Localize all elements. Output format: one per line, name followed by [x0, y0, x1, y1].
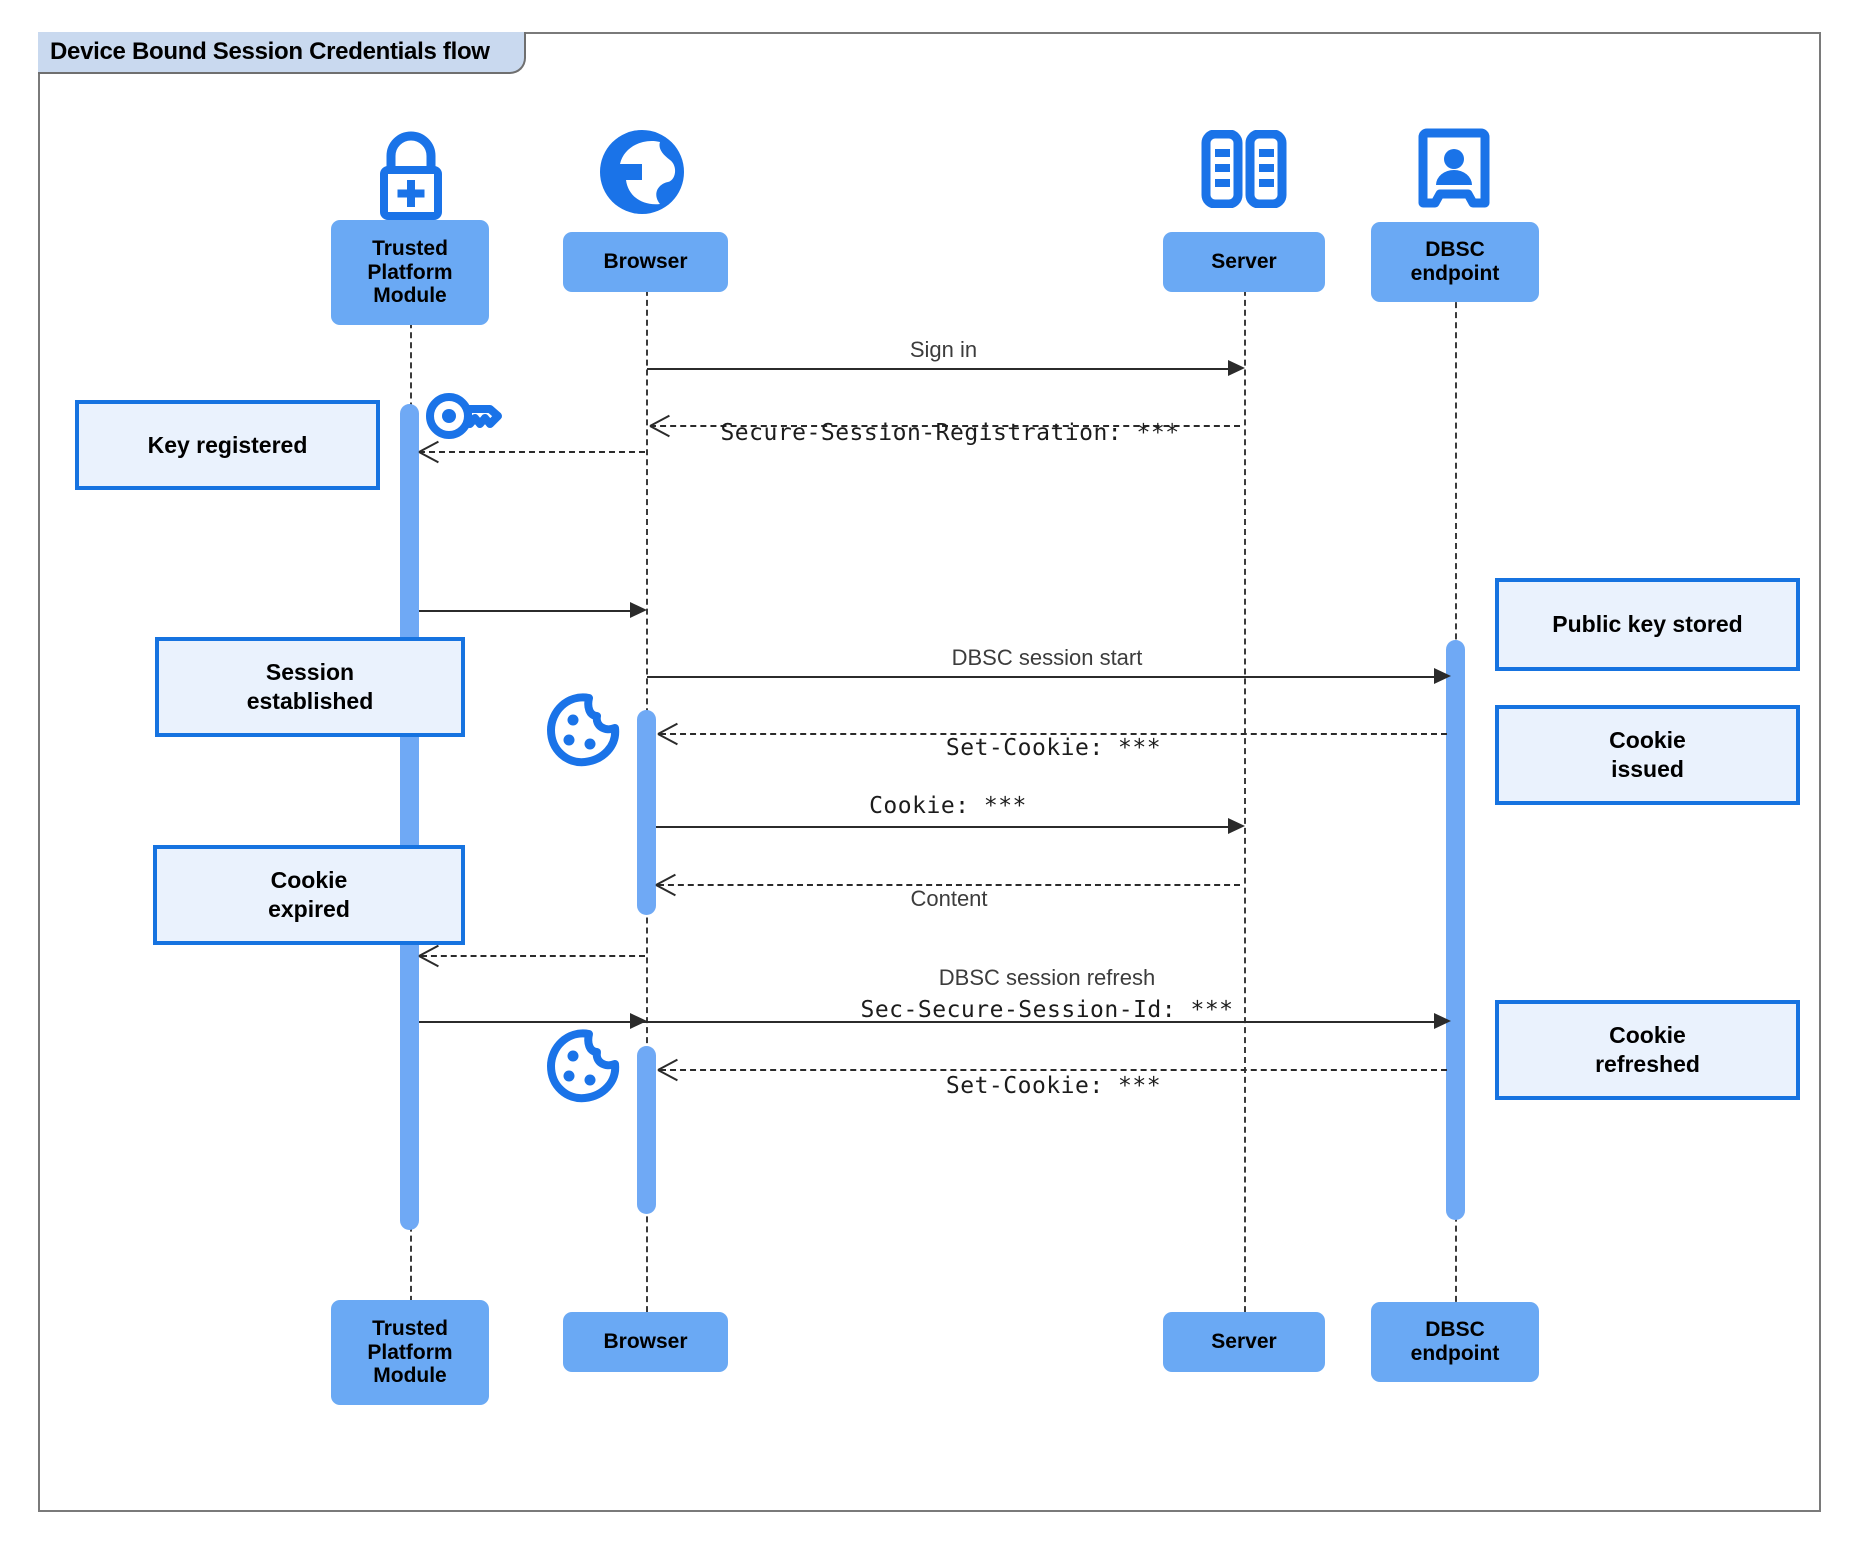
activation-bar-dbsc: [1446, 640, 1465, 1220]
participant-label: Trusted Platform Module: [367, 236, 453, 308]
message-line-dbsc-session-start: [647, 676, 1447, 678]
participant-server-top[interactable]: Server: [1163, 232, 1325, 292]
message-label-secure-session-registration: Secure-Session-Registration: ***: [720, 420, 1180, 446]
arrowhead-key-return: [630, 602, 647, 618]
participant-label: Server: [1211, 1330, 1277, 1354]
note-text: Cookie refreshed: [1595, 1022, 1700, 1077]
cookie-icon: [545, 1028, 623, 1104]
note-text: Session established: [246, 659, 374, 714]
message-label-dbsc-session-refresh: DBSC session refresh: [938, 965, 1156, 990]
participant-browser-top[interactable]: Browser: [563, 232, 728, 292]
note-public-key-stored: Public key stored: [1495, 578, 1800, 671]
arrowhead-sign-challenge-request: [419, 944, 441, 966]
participant-dbsc-bottom[interactable]: DBSC endpoint: [1371, 1302, 1539, 1382]
activation-bar-browser-1: [637, 710, 656, 915]
message-line-content: [658, 884, 1240, 886]
message-line-sign-challenge-request: [421, 955, 645, 957]
participant-label: Browser: [603, 1330, 688, 1354]
message-line-cookie: [656, 826, 1240, 828]
activation-bar-tpm: [400, 404, 419, 1230]
activation-bar-browser-2: [637, 1046, 656, 1214]
message-label-dbsc-session-start: DBSC session start: [951, 645, 1143, 670]
arrowhead-dbsc-session-refresh: [1434, 1013, 1451, 1029]
frame-title-tab: Device Bound Session Credentials flow: [38, 32, 526, 74]
note-text: Cookie expired: [268, 867, 350, 922]
message-line-secure-session-registration: [650, 425, 1240, 427]
note-session-established: Session established: [155, 637, 465, 737]
note-cookie-issued: Cookie issued: [1495, 705, 1800, 805]
frame-title: Device Bound Session Credentials flow: [50, 38, 490, 65]
participant-label: DBSC endpoint: [1410, 1318, 1500, 1365]
note-cookie-expired: Cookie expired: [153, 845, 465, 945]
message-label-cookie: Cookie: ***: [869, 793, 1027, 819]
arrowhead-sign-in: [1228, 360, 1245, 376]
note-cookie-refreshed: Cookie refreshed: [1495, 1000, 1800, 1100]
note-key-registered: Key registered: [75, 400, 380, 490]
note-text: Cookie issued: [1609, 727, 1686, 782]
participant-label: Server: [1211, 250, 1277, 274]
participant-browser-bottom[interactable]: Browser: [563, 1312, 728, 1372]
message-line-key-return: [419, 610, 641, 612]
participant-label: Browser: [603, 250, 688, 274]
arrowhead-cookie: [1228, 818, 1245, 834]
participant-server-bottom[interactable]: Server: [1163, 1312, 1325, 1372]
note-text: Key registered: [147, 431, 308, 458]
message-line-dbsc-session-refresh: [419, 1021, 1447, 1023]
arrowhead-dbsc-session-refresh-mid: [630, 1013, 647, 1029]
lock-plus-icon: [369, 128, 453, 220]
lifeline-server: [1244, 250, 1246, 1332]
message-line-set-cookie-2: [660, 1069, 1447, 1071]
arrowhead-dbsc-session-start: [1434, 668, 1451, 684]
participant-label: DBSC endpoint: [1410, 238, 1500, 285]
message-label-sign-in: Sign in: [909, 337, 978, 362]
message-line-register-key-request: [419, 451, 645, 453]
message-line-set-cookie-1: [660, 733, 1447, 735]
message-line-sign-in: [647, 368, 1240, 370]
server-racks-icon: [1198, 129, 1290, 209]
globe-icon: [596, 126, 688, 218]
cookie-icon: [545, 692, 623, 768]
message-label-set-cookie-1: Set-Cookie: ***: [945, 735, 1162, 761]
note-text: Public key stored: [1552, 611, 1743, 638]
participant-tpm-bottom[interactable]: Trusted Platform Module: [331, 1300, 489, 1405]
key-icon: [424, 388, 504, 446]
message-label-set-cookie-2: Set-Cookie: ***: [945, 1073, 1162, 1099]
participant-tpm-top[interactable]: Trusted Platform Module: [331, 220, 489, 325]
message-label-content: Content: [910, 886, 988, 911]
participant-label: Trusted Platform Module: [367, 1316, 453, 1388]
message-label-sec-secure-session-id: Sec-Secure-Session-Id: ***: [860, 997, 1234, 1023]
id-badge-icon: [1418, 128, 1490, 212]
participant-dbsc-top[interactable]: DBSC endpoint: [1371, 222, 1539, 302]
